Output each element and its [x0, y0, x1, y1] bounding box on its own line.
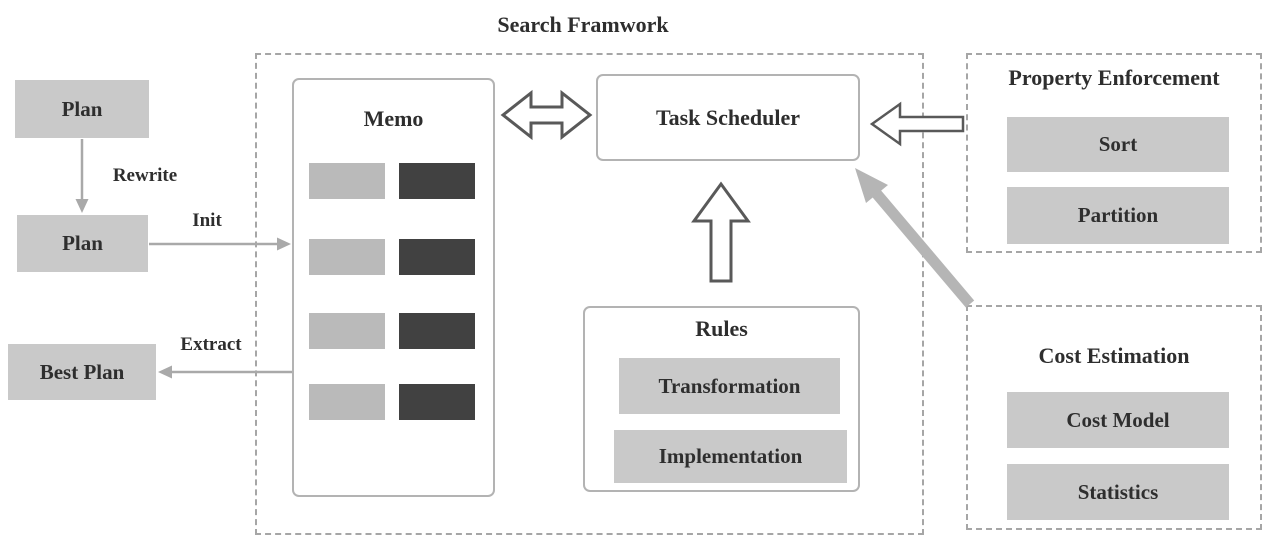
diagram-title: Search Framwork: [497, 12, 669, 37]
extract-arrowhead: [158, 365, 172, 379]
transformation-label: Transformation: [658, 373, 801, 398]
sort-box: Sort: [1007, 117, 1229, 172]
init-label: Init: [192, 210, 222, 231]
property-enforcement-panel: Property Enforcement Sort Partition: [966, 53, 1262, 253]
cost-model-label: Cost Model: [1066, 407, 1170, 432]
rules-panel: Rules Transformation Implementation: [583, 306, 860, 492]
extract-label: Extract: [180, 334, 242, 355]
memo-group-dark-rect: [399, 239, 475, 275]
sort-label: Sort: [1098, 132, 1138, 156]
property-enforcement-title: Property Enforcement: [1008, 65, 1220, 90]
memo-group-dark-rect: [399, 163, 475, 199]
statistics-box: Statistics: [1007, 464, 1229, 520]
task-scheduler-label: Task Scheduler: [655, 104, 801, 130]
cost-estimation-panel: Cost Estimation Cost Model Statistics: [966, 305, 1262, 530]
partition-box: Partition: [1007, 187, 1229, 244]
rules-title: Rules: [695, 316, 748, 341]
memo-group-light-rect: [309, 239, 385, 275]
rewrite-label: Rewrite: [112, 165, 178, 186]
plan-bottom-label: Plan: [62, 231, 103, 255]
cost-model-box: Cost Model: [1007, 392, 1229, 448]
memo-title: Memo: [363, 106, 424, 131]
task-scheduler-box: Task Scheduler: [596, 74, 860, 161]
best-plan-label: Best Plan: [39, 359, 125, 384]
transformation-box: Transformation: [619, 358, 840, 414]
plan-top-label: Plan: [61, 96, 103, 121]
cost-estimation-title: Cost Estimation: [1038, 343, 1190, 368]
best-plan-box: Best Plan: [8, 344, 156, 400]
implementation-label: Implementation: [658, 444, 803, 468]
plan-bottom-box: Plan: [17, 215, 148, 272]
statistics-label: Statistics: [1077, 479, 1159, 504]
memo-panel: Memo: [292, 78, 495, 497]
memo-groups: [294, 80, 493, 495]
memo-group-light-rect: [309, 384, 385, 420]
memo-group-light-rect: [309, 313, 385, 349]
memo-group-dark-rect: [399, 384, 475, 420]
memo-group-dark-rect: [399, 313, 475, 349]
partition-label: Partition: [1077, 203, 1159, 227]
memo-group-light-rect: [309, 163, 385, 199]
implementation-box: Implementation: [614, 430, 847, 483]
plan-top-box: Plan: [15, 80, 149, 138]
rewrite-arrowhead: [75, 199, 89, 213]
